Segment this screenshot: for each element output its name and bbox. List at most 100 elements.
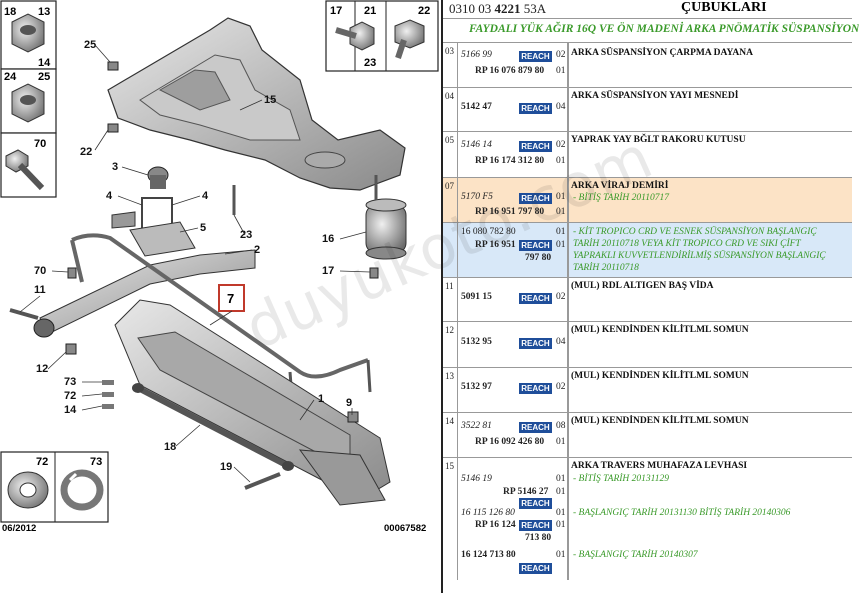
table-row[interactable]: 13 5132 97 REACH 02 (MUL) KENDİNDEN KİLİ… [443, 368, 852, 413]
callout-12: 12 [36, 363, 48, 375]
reach-badge: REACH [519, 383, 552, 394]
callout-17: 17 [322, 265, 334, 277]
row-number: 03 [445, 46, 454, 56]
part-description: (MUL) KENDİNDEN KİLİTLML SOMUN [571, 325, 749, 335]
part-number[interactable]: 5170 F5 [461, 192, 493, 202]
reach-badge: REACH [519, 51, 552, 62]
row-number: 14 [445, 416, 454, 426]
part-description: (MUL) RDL ALTIGEN BAŞ VİDA [571, 281, 714, 291]
table-row-selected[interactable]: 07 5170 F5 REACH 01 RP 16 951 797 80 01 … [443, 178, 852, 223]
inset-label: 24 [4, 71, 17, 83]
crossmember-drawing [107, 17, 406, 191]
fasteners-drawing [9, 61, 379, 490]
replacement-part-number[interactable]: RP 16 076 879 80 [475, 66, 545, 76]
table-row[interactable]: 12 5132 95 REACH 04 (MUL) KENDİNDEN KİLİ… [443, 322, 852, 368]
callout-5: 5 [200, 222, 206, 234]
part-number[interactable]: 5166 99 [461, 50, 492, 60]
part-description: (MUL) KENDİNDEN KİLİTLML SOMUN [571, 416, 749, 426]
part-description: ARKA SÜSPANSİYON ÇARPMA DAYANA [571, 48, 754, 58]
row-number: 04 [445, 91, 454, 101]
table-row[interactable]: 05 5146 14 REACH 02 RP 16 174 312 80 01 … [443, 132, 852, 178]
callout-4: 4 [106, 190, 113, 202]
replacement-part-number[interactable]: RP 16 124 [475, 520, 516, 530]
leaf-spring-drawing [33, 249, 256, 338]
inset-label: 17 [330, 5, 342, 17]
kit-note-line: TARİH 20110718 [573, 263, 639, 273]
callout-labels: 25 15 22 3 4 4 5 2 70 11 12 73 72 14 18 … [34, 39, 352, 473]
banner-text: FAYDALI YÜK AĞIR 16Q VE ÖN MADENİ ARKA P… [469, 23, 859, 35]
replacement-part-number[interactable]: RP 16 092 426 80 [475, 437, 545, 447]
callout-4b: 4 [202, 190, 209, 202]
inset-bolts-17-23: 17 21 22 23 [325, 0, 439, 72]
inset-nut-24: 24 25 [0, 68, 57, 134]
quantity: 01 [556, 66, 566, 76]
table-row[interactable]: 11 5091 15 REACH 02 (MUL) RDL ALTIGEN BA… [443, 278, 852, 322]
part-description: (MUL) KENDİNDEN KİLİTLML SOMUN [571, 371, 749, 381]
quantity: 01 [556, 474, 566, 484]
quantity: 01 [556, 508, 566, 518]
quantity: 02 [556, 382, 566, 392]
ref-part-c: 53A [520, 1, 547, 16]
kit-note-line: - KİT TROPICO CRD VE ESNEK SÜSPANSİYON B… [573, 227, 817, 237]
part-number[interactable]: 5146 19 [461, 474, 492, 484]
reach-badge: REACH [519, 141, 552, 152]
diagram-code: 00067582 [384, 523, 426, 534]
callout-15: 15 [264, 94, 276, 106]
quantity: 01 [556, 156, 566, 166]
table-row[interactable]: 15 ARKA TRAVERS MUHAFAZA LEVHASI 5146 19… [443, 458, 852, 580]
inset-label: 14 [38, 57, 51, 69]
reach-badge: REACH [519, 563, 552, 574]
highlight-box-7: 7 [218, 284, 245, 312]
group-name: ÇUBUKLARI [681, 0, 767, 15]
replacement-part-number-cont: 797 80 [525, 253, 552, 263]
replacement-part-number[interactable]: RP 16 174 312 80 [475, 156, 545, 166]
part-number[interactable]: 5091 15 [461, 292, 492, 302]
part-number[interactable]: 3522 81 [461, 421, 492, 431]
part-number[interactable]: 5146 14 [461, 140, 492, 150]
table-row[interactable]: 04 5142 47 REACH 04 ARKA SÜSPANSİYON YAY… [443, 88, 852, 132]
parts-list-panel: 0310 03 4221 53A ÇUBUKLARI FAYDALI YÜK A… [441, 0, 859, 593]
quantity: 01 [556, 192, 566, 202]
table-row[interactable]: 16 080 782 80 01 RP 16 951 REACH 01 797 … [443, 223, 852, 278]
part-description: YAPRAK YAY BĞLT RAKORU KUTUSU [571, 135, 746, 145]
air-spring-drawing [365, 198, 407, 260]
date-note: - BAŞLANGIÇ TARİH 20131130 BİTİŞ TARİH 2… [573, 508, 791, 518]
part-number[interactable]: 16 115 126 80 [461, 508, 515, 518]
part-number[interactable]: 16 080 782 80 [461, 227, 516, 237]
kit-note-line: TARİH 20110718 VEYA KİT TROPICO CRD VE S… [573, 239, 801, 249]
row-number: 15 [445, 461, 454, 471]
quantity: 01 [556, 550, 566, 560]
callout-2: 2 [254, 244, 260, 256]
variant-banner: FAYDALI YÜK AĞIR 16Q VE ÖN MADENİ ARKA P… [443, 19, 859, 43]
part-number[interactable]: 5132 95 [461, 337, 492, 347]
quantity: 02 [556, 292, 566, 302]
callout-9: 9 [346, 397, 352, 409]
row-number: 05 [445, 135, 454, 145]
table-row[interactable]: 03 5166 99 REACH 02 RP 16 076 879 80 01 … [443, 43, 852, 88]
inset-label: 13 [38, 6, 50, 18]
callout-22: 22 [80, 146, 92, 158]
replacement-part-number[interactable]: RP 16 951 797 80 [475, 207, 545, 217]
quantity: 01 [556, 520, 566, 530]
inset-nut-13: 18 13 14 [0, 0, 57, 70]
callout-1: 1 [318, 393, 324, 405]
replacement-part-number[interactable]: RP 5146 27 [503, 487, 549, 497]
diagram-svg: 18 13 14 24 25 70 17 21 22 23 72 [0, 0, 439, 534]
quantity: 04 [556, 102, 566, 112]
part-number[interactable]: 5142 47 [461, 102, 492, 112]
replacement-part-number[interactable]: RP 16 951 [475, 240, 516, 250]
callout-16: 16 [322, 233, 334, 245]
table-row[interactable]: 14 3522 81 REACH 08 RP 16 092 426 80 01 … [443, 413, 852, 458]
ref-part-a: 0310 03 [449, 1, 495, 16]
quantity: 01 [556, 240, 566, 250]
reach-badge: REACH [519, 520, 552, 531]
reach-badge: REACH [519, 240, 552, 251]
row-number: 12 [445, 325, 454, 335]
inset-washers: 72 73 [0, 451, 109, 523]
date-stamp: 06/2012 [2, 523, 36, 534]
reach-badge: REACH [519, 498, 552, 509]
parts-header: 0310 03 4221 53A ÇUBUKLARI [443, 0, 852, 19]
part-number[interactable]: 16 124 713 80 [461, 550, 516, 560]
part-number[interactable]: 5132 97 [461, 382, 492, 392]
callout-25: 25 [84, 39, 96, 51]
